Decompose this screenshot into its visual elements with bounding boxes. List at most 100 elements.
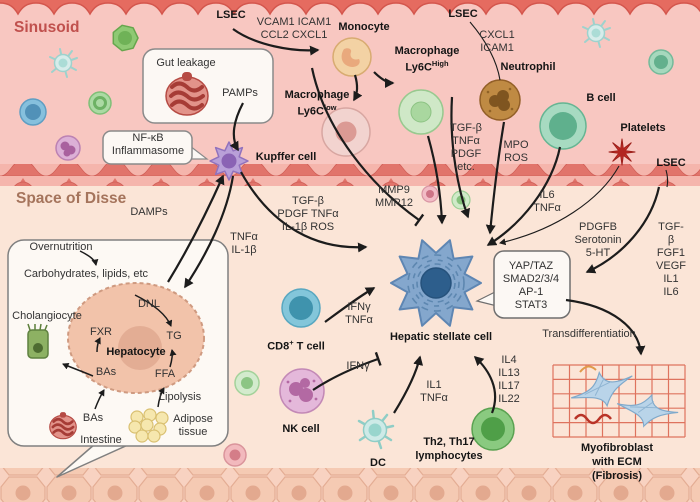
dendritic-cell-dc-icon	[357, 409, 395, 450]
arrow-th-to-hsc	[473, 355, 497, 414]
hepatic-stellate-cell-label: Hepatic stellate cell	[389, 331, 493, 343]
th2-th17-cell-icon	[471, 407, 515, 451]
lsec-label-right: LSEC	[656, 157, 686, 169]
adhesion-molecules-label: VCAM1 ICAM1 CCL2 CXCL1	[256, 16, 332, 41]
signal-arrows	[167, 28, 661, 414]
lipolysis-label: Lipolysis	[158, 391, 202, 403]
transcription-factor-bubble	[475, 250, 571, 319]
myofibroblast-cells-icon	[571, 365, 679, 428]
arrow-neutrophil-to-hsc	[485, 121, 506, 235]
nfkb-inflammasome-box	[102, 130, 209, 165]
cd8-t-cell-icon	[281, 288, 321, 328]
cholangiocyte-icon	[27, 323, 49, 359]
dc-factors-label: IL1 TNFα	[420, 379, 448, 404]
th-lymphocytes-label: Th2, Th17 lymphocytes	[415, 436, 483, 462]
blue-round-cell-icon	[19, 98, 47, 126]
gut-intestine-icon	[165, 72, 209, 116]
kupffer-cell-label: Kupffer cell	[255, 151, 317, 163]
neutrophil-icon	[479, 79, 521, 121]
green-polygon-cell-icon	[112, 24, 139, 52]
arrow-monocyte-to-maclow	[353, 74, 363, 102]
nfkb-inflammasome-label: NF-κB Inflammasome	[111, 132, 185, 157]
lsec-factors-label: TGF-β FGF1 VEGF IL1 IL6	[656, 221, 686, 298]
neutrophil-label: Neutrophil	[500, 61, 556, 73]
tg-label: TG	[166, 330, 182, 342]
small-pink-cell-icon	[421, 185, 439, 203]
arrow-bas-up	[94, 389, 105, 410]
pale-green-cell-icon	[234, 370, 260, 396]
arrow-dnl-to-tg	[134, 294, 173, 327]
space-of-disse-title: Space of Disse	[16, 190, 127, 207]
tbar-nk-to-hsc	[312, 351, 382, 391]
platelet-icon	[608, 138, 636, 166]
overnutrition-label: Overnutrition	[29, 241, 93, 253]
tnfa-il1b-label: TNFα IL-1β	[230, 231, 258, 256]
cholangiocyte-label: Cholangiocyte	[12, 310, 82, 322]
dendritic-cell-icon	[49, 48, 78, 78]
nk-cell-label: NK cell	[282, 423, 320, 435]
arrow-pamps-to-kupffer	[229, 102, 244, 152]
kupffer-factors-label: TGF-β PDGF TNFα IL-1β ROS	[277, 195, 339, 233]
arrow-monocyte-to-machigh	[373, 71, 395, 88]
il6-tnfa-label: IL6 TNFα	[533, 189, 561, 214]
bas-upper-label: BAs	[95, 366, 117, 378]
lsec-label-left: LSEC	[216, 9, 246, 21]
arrow-kupffer-to-hsc	[240, 171, 368, 253]
thin-lines	[469, 21, 669, 246]
arrow-lsec-right-to-hsc	[585, 186, 661, 274]
arrow-machigh-to-hsc	[426, 135, 447, 225]
gut-leakage-label: Gut leakage	[156, 57, 216, 69]
dnl-label: DNL	[137, 298, 161, 310]
dendritic-cell-icon	[582, 18, 611, 48]
transdifferentiation-label: Transdifferentiation	[542, 328, 636, 340]
cd8-t-cell-label: CD8+ T cell	[267, 338, 325, 353]
pale-pink-cell-icon	[223, 443, 247, 467]
cd8-factors-label: IFNγ TNFα	[345, 301, 373, 326]
damps-label: DAMPs	[130, 206, 168, 218]
monocyte-icon	[332, 37, 372, 77]
b-cell-label: B cell	[586, 92, 616, 104]
dc-label: DC	[370, 457, 386, 469]
carbohydrates-label: Carbohydrates, lipids, etc	[23, 268, 149, 280]
macrophage-ly6clow-icon	[321, 107, 371, 157]
b-cell-icon	[539, 102, 587, 150]
nk-cell-icon	[279, 368, 325, 414]
arrow-macfactors-to-hsc	[450, 96, 470, 219]
arrow-overnutrition	[79, 250, 99, 266]
green-round-cell-icon	[88, 91, 112, 115]
line-lsec-to-neutrophil	[469, 21, 501, 81]
lsec-endothelium-lining	[0, 164, 700, 186]
hepatocyte-cell-icon	[67, 282, 205, 394]
arrow-dc-to-hsc	[393, 355, 424, 414]
arrow-damps-up	[167, 174, 225, 283]
monocyte-label: Monocyte	[338, 21, 390, 33]
purple-cell-icon	[55, 135, 81, 161]
th-factors-label: IL4 IL13 IL17 IL22	[498, 354, 520, 405]
metabolism-arrows	[62, 250, 177, 410]
arrow-bcell-to-hsc	[486, 146, 562, 246]
arrow-ffa-to-tg	[169, 349, 177, 368]
arrow-bas-to-fxr	[94, 337, 101, 353]
line-platelet-to-hsc	[499, 165, 620, 246]
nk-factor-label: IFNγ	[346, 360, 370, 372]
fxr-label: FXR	[90, 326, 112, 338]
myofibroblast-label: Myofibroblast with ECM (Fibrosis)	[580, 442, 654, 482]
arrow-tnfa-down	[184, 175, 235, 289]
platelet-factors-label: PDGFB Serotonin 5-HT	[574, 221, 622, 259]
lsec-label-center: LSEC	[448, 8, 478, 20]
line-lsec-right-tick	[665, 169, 669, 188]
hepatic-stellate-cell-icon	[390, 239, 482, 327]
mpo-ros-label: MPO ROS	[503, 139, 529, 164]
macrophage-factors-label: TGF-β TNFα PDGF etc.	[450, 122, 482, 173]
hepatocyte-label: Hepatocyte	[106, 346, 166, 358]
pamps-label: PAMPs	[222, 87, 258, 99]
macrophage-ly6chigh-icon	[398, 89, 444, 135]
green-round-cell-icon	[648, 49, 674, 75]
sinusoid-top-lining	[0, 0, 700, 17]
platelets-label: Platelets	[620, 122, 666, 134]
intestine-label: Intestine	[80, 434, 122, 446]
